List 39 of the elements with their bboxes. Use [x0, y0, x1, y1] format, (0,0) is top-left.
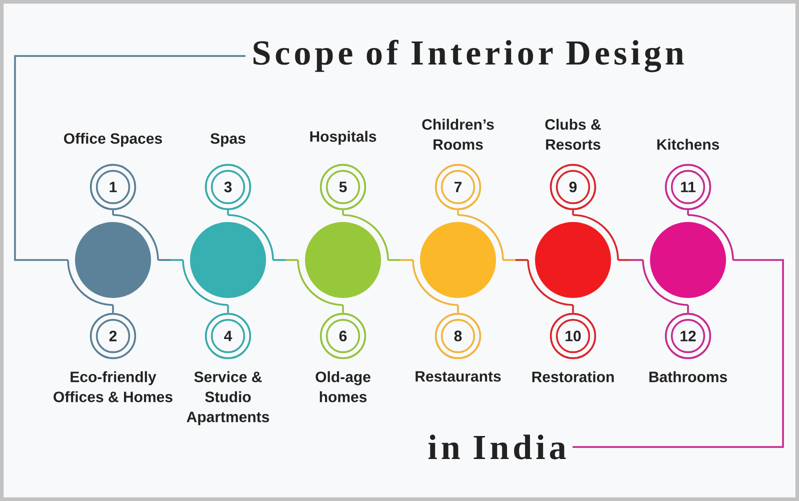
ringed-circle [182, 214, 274, 306]
ringed-circle [297, 214, 389, 306]
connector-line [273, 259, 298, 261]
connector-line [687, 305, 689, 313]
subtitle: in India [428, 434, 566, 460]
ringed-circle [67, 214, 159, 306]
item-label: Restaurants [416, 371, 501, 382]
connector-line [572, 259, 784, 448]
item-label: Eco-friendly Offices & Homes [54, 371, 172, 402]
item-label: Hospitals [310, 130, 376, 145]
connector-line [457, 210, 459, 215]
item-label: Restoration [532, 371, 614, 382]
connector-line [388, 259, 413, 261]
connector-line [112, 305, 114, 313]
connector-line [687, 210, 689, 215]
item-label: Bathrooms [649, 371, 727, 382]
item-label: Office Spaces [64, 132, 162, 147]
connector-line [227, 305, 229, 313]
connector-line [158, 259, 183, 261]
item-label: Old-age homes [316, 371, 370, 402]
item-label: Service & Studio Apartments [186, 371, 270, 426]
item-label: Kitchens [657, 138, 720, 150]
connector-line [618, 259, 643, 261]
connector-line [342, 210, 344, 215]
connector-line [342, 305, 344, 313]
ringed-circle [527, 214, 619, 306]
connector-line [227, 210, 229, 215]
connector-line [112, 210, 114, 215]
item-label: Children’s Rooms [422, 118, 494, 150]
item-label: Clubs & Resorts [545, 118, 601, 150]
connector-line [572, 305, 574, 313]
title: Scope of Interior Design [254, 40, 684, 72]
connector-line [457, 305, 459, 313]
item-label: Spas [210, 133, 246, 147]
connector-line [14, 55, 246, 261]
connector-line [572, 210, 574, 215]
connector-line [503, 259, 528, 261]
ringed-circle [642, 214, 734, 306]
ringed-circle [412, 214, 504, 306]
